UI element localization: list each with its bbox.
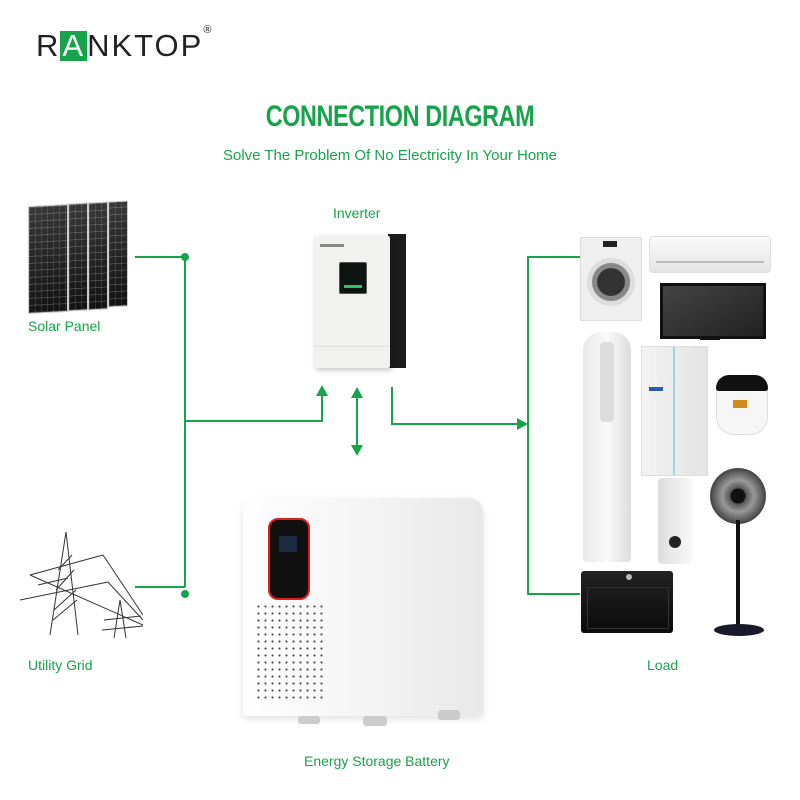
tv-stand — [700, 336, 720, 340]
inverter-label: Inverter — [333, 205, 381, 221]
logo-letter-r: R — [36, 28, 61, 63]
air-conditioner-icon — [649, 236, 771, 273]
rice-cooker-icon — [716, 375, 768, 435]
page-subtitle: Solve The Problem Of No Electricity In Y… — [222, 147, 558, 164]
arrow-up-icon — [316, 385, 328, 396]
arrow-up-icon — [351, 387, 363, 398]
battery-label: Energy Storage Battery — [304, 753, 450, 769]
power-pylon-icon — [19, 531, 143, 639]
television-icon — [660, 283, 766, 339]
standing-fan-icon — [708, 468, 772, 638]
arrow-right-icon — [517, 418, 528, 430]
inverter-icon — [314, 232, 406, 372]
refrigerator-icon — [641, 346, 708, 476]
brand-logo: RANKTOP® — [36, 24, 213, 64]
arrow-down-icon — [351, 445, 363, 456]
tower-air-conditioner-icon — [583, 332, 631, 562]
logo-letter-a-highlight: A — [60, 28, 88, 63]
junction-dot-solar — [181, 253, 189, 261]
battery-cabinet-icon — [243, 498, 483, 726]
junction-dot-grid — [181, 590, 189, 598]
utility-grid-label: Utility Grid — [28, 657, 93, 673]
solar-panel-icon — [28, 200, 132, 320]
registered-mark: ® — [203, 24, 214, 36]
blender-icon — [658, 478, 692, 564]
logo-suffix: NKTOP — [87, 28, 204, 63]
page-title: CONNECTION DIAGRAM — [265, 100, 535, 133]
load-label: Load — [647, 657, 679, 673]
microwave-oven-icon — [581, 571, 673, 633]
washing-machine-icon — [580, 237, 642, 321]
solar-panel-label: Solar Panel — [28, 318, 101, 334]
